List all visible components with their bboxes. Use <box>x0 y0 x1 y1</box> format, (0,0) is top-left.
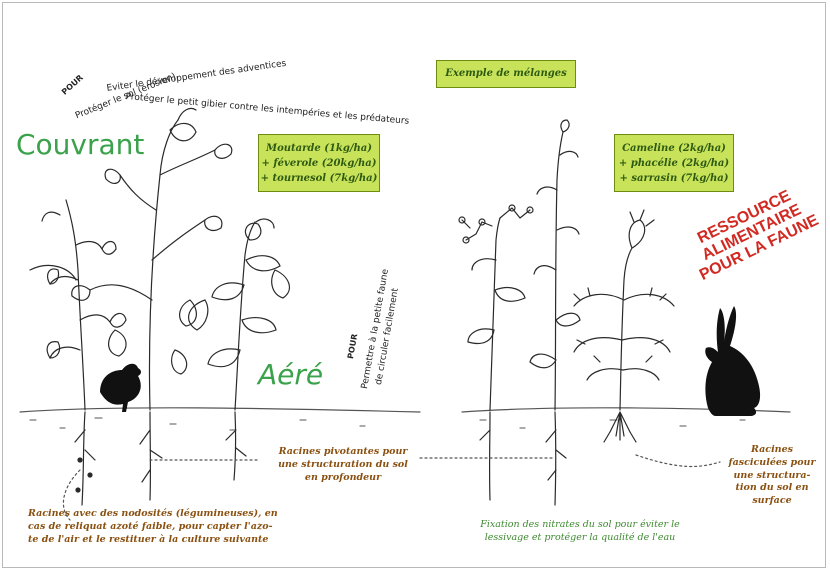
ground-left <box>20 408 420 412</box>
mustard-stem <box>149 120 178 410</box>
note-fasciculees: Racines fasciculées pour une structura- … <box>724 444 820 508</box>
mix1-box: Moutarde (1kg/ha) + féverole (20kg/ha) +… <box>258 134 380 192</box>
mix-title-box: Exemple de mélanges <box>436 60 576 88</box>
mix1-line-2: + féverole (20kg/ha) <box>259 156 379 171</box>
mix-title: Exemple de mélanges <box>445 68 566 79</box>
roots-right <box>480 412 636 505</box>
note-nitrates: Fixation des nitrates du sol pour éviter… <box>440 518 720 545</box>
couvrant-title: Couvrant <box>16 128 144 161</box>
roots-left <box>75 412 246 505</box>
note-pivot: Racines pivotantes pour une structuratio… <box>268 446 418 484</box>
mix2-box: Cameline (2kg/ha) + phacélie (2kg/ha) + … <box>614 134 734 192</box>
sarrasin-stem <box>620 248 632 410</box>
bird-silhouette <box>100 364 141 412</box>
mix1-line-3: + tournesol (7kg/ha) <box>259 171 379 186</box>
feverole-stem <box>66 200 85 410</box>
arrow-fasciculees <box>636 455 720 466</box>
mix2-line-2: + phacélie (2kg/ha) <box>615 156 733 171</box>
mix2-line-3: + sarrasin (7kg/ha) <box>615 171 733 186</box>
mix1-line-1: Moutarde (1kg/ha) <box>259 141 379 156</box>
hare-silhouette <box>705 306 760 416</box>
phacelie-stem <box>555 132 563 410</box>
mix2-line-1: Cameline (2kg/ha) <box>615 141 733 156</box>
cameline-stem <box>490 218 500 410</box>
aere-title: Aéré <box>258 358 323 391</box>
note-nodosites: Racines avec des nodosités (légumineuses… <box>28 508 318 546</box>
sunflower-stem <box>235 222 255 410</box>
